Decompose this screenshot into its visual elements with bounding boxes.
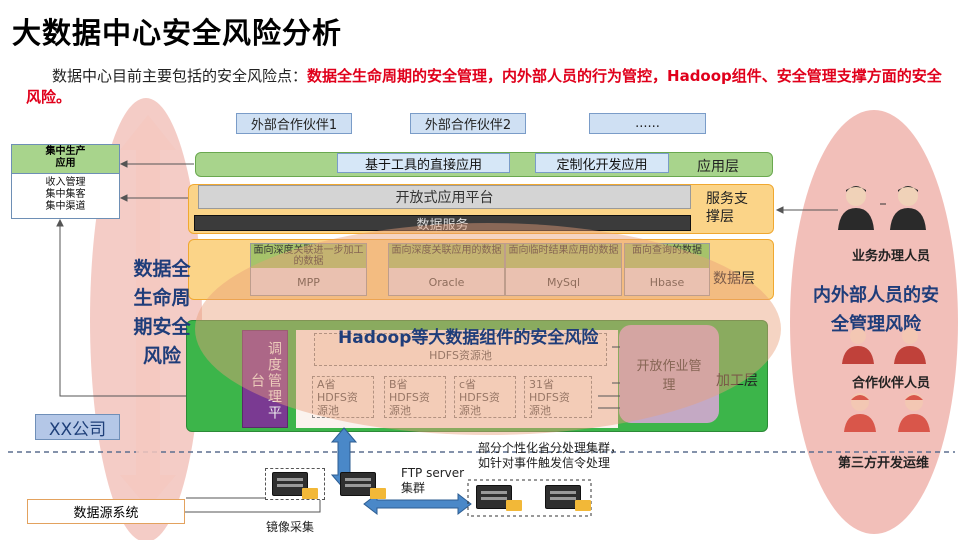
store-head: 面向临时结果应用的数据 [506,244,621,268]
province-line2: HDFS资 [317,391,358,404]
role-partner-staff: 合作伙伴人员 [852,376,931,391]
province-cluster-note: 部分个性化省分处理集群，如针对事件触发信令处理 [478,441,623,470]
mirror-server-box [265,468,325,500]
folder-icon [575,500,591,511]
service-layer-label: 服务支 撑层 [706,190,748,226]
central-apps-list: 收入管理 集中集客 集中渠道 [12,174,119,213]
data-service-label: 数据服务 [416,217,469,233]
open-job-label: 开放作业管理 [636,359,702,393]
page-title: 大数据中心安全风险分析 [12,16,343,50]
province-name: c省 [459,378,477,391]
province-name: A省 [317,378,336,391]
open-job-mgmt: 开放作业管理 [619,325,719,423]
province-line3: 源池 [389,404,411,417]
province-a: A省 HDFS资 源池 [312,376,374,418]
service-label-line1: 服务支 [706,191,748,207]
province-line3: 源池 [459,404,481,417]
third-party-icon [844,393,930,432]
server-icon [545,485,581,509]
store-hbase: 面向查询的数据 Hbase [624,243,710,296]
central-apps-head: 集中生产应用 [12,145,119,174]
central-production-apps: 集中生产应用 收入管理 集中集客 集中渠道 [11,144,120,219]
store-db: Oracle [428,275,465,289]
data-layer-label: 数据层 [713,271,755,287]
province-name: 31省 [529,378,554,391]
partner-staff-icon [842,328,926,364]
folder-icon [506,500,522,511]
province-c: c省 HDFS资 源池 [454,376,516,418]
store-oracle: 面向深度关联应用的数据 Oracle [388,243,505,296]
scheduler-label: 调度管理平台 [249,341,282,421]
role-third-party: 第三方开发运维 [838,456,930,471]
province-b: B省 HDFS资 源池 [384,376,446,418]
business-staff-icon [838,186,926,230]
data-service-bar: 数据服务 [194,215,691,233]
company-label: XX公司 [35,414,120,440]
hadoop-risk-label: Hadoop等大数据组件的安全风险 [338,328,599,348]
lifecycle-arrow-icon [120,115,176,508]
intro-highlight: 数据全生命周期的安全管理，内外部人员的行为管控，Hadoop组件、安全管理支撑方… [26,67,942,106]
province-line2: HDFS资 [389,391,430,404]
store-head: 面向深度关联应用的数据 [389,244,504,268]
store-db: MySql [546,275,581,289]
store-head: 面向查询的数据 [625,244,709,268]
role-business-staff: 业务办理人员 [852,249,931,264]
custom-app-box: 定制化开发应用 [535,153,669,173]
partner-more: ...... [589,113,706,134]
province-cluster-box [467,479,592,517]
lifecycle-risk-label: 数据全生命周期安全风险 [133,258,191,367]
server-icon [340,472,376,496]
central-app-item: 集中集客 [45,189,86,200]
scheduler-platform: 调度管理平台 [242,330,288,428]
service-label-line2: 撑层 [706,209,734,225]
mirror-collect-label: 镜像采集 [266,520,315,534]
province-line2: HDFS资 [459,391,500,404]
processing-layer-label: 加工层 [716,373,758,389]
folder-icon [302,488,318,499]
store-head: 面向深度关联进一步加工的数据 [251,244,366,268]
province-line2: HDFS资 [529,391,570,404]
intro-prefix: 数据中心目前主要包括的安全风险点： [52,67,308,85]
partner-1: 外部合作伙伴1 [236,113,352,134]
hdfs-pool: HDFS资源池 [314,333,607,366]
app-layer-label: 应用层 [697,159,739,175]
store-db: Hbase [649,275,685,289]
partner-2: 外部合作伙伴2 [410,113,526,134]
direct-app-box: 基于工具的直接应用 [337,153,510,173]
province-line3: 源池 [317,404,339,417]
ftp-cluster-label: FTP server集群 [401,466,465,495]
open-platform-box: 开放式应用平台 [198,185,691,209]
province-line3: 源池 [529,404,551,417]
data-source-system: 数据源系统 [27,499,185,524]
central-apps-head-text: 集中生产应用 [45,146,86,169]
store-mysql: 面向临时结果应用的数据 MySql [505,243,622,296]
central-app-item: 集中渠道 [45,201,86,212]
hadoop-risk-ellipse [195,223,781,435]
store-mpp: 面向深度关联进一步加工的数据 MPP [250,243,367,296]
store-db: MPP [297,275,320,289]
folder-icon [370,488,386,499]
province-31: 31省 HDFS资 源池 [524,376,592,418]
province-name: B省 [389,378,408,391]
central-app-item: 收入管理 [45,177,86,188]
intro-paragraph: 数据中心目前主要包括的安全风险点：数据全生命周期的安全管理，内外部人员的行为管控… [26,66,946,108]
